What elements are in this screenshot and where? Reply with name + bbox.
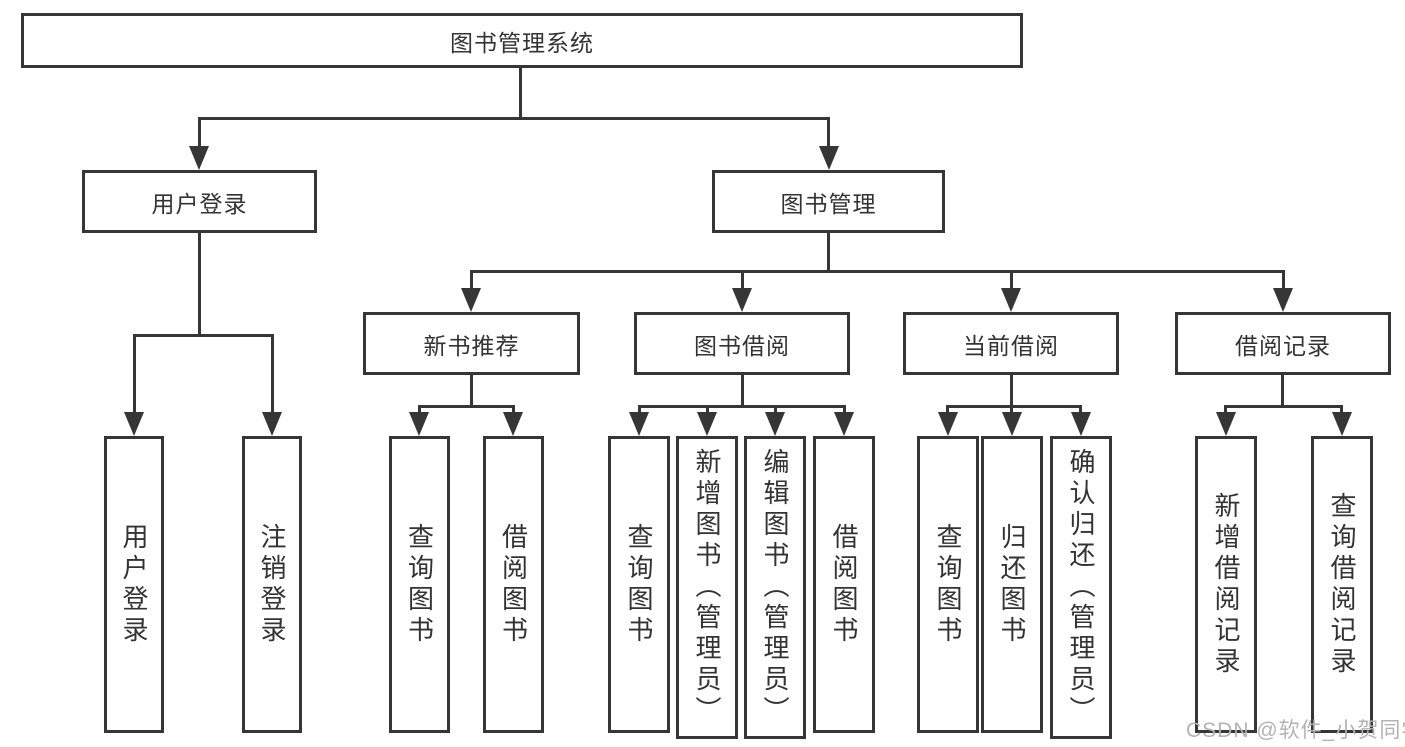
edge-book-mgmt-rail <box>470 270 1284 273</box>
edge-current-borrow-stem <box>1010 375 1013 408</box>
leaf-add-borrow-record-label: 新增借阅记录 <box>1211 491 1241 678</box>
node-book-management: 图书管理 <box>712 170 945 233</box>
edge-to-current-borrow <box>1010 270 1013 290</box>
leaf-query-books-current-label: 查询图书 <box>933 522 963 647</box>
arrowhead-icon <box>834 412 854 436</box>
leaf-borrow-books-borrowing: 借阅图书 <box>813 436 875 733</box>
edge-to-leaf <box>418 405 421 414</box>
arrowhead-icon <box>1071 412 1091 436</box>
edge-to-new-book-rec <box>470 270 473 290</box>
leaf-query-books-current: 查询图书 <box>917 436 979 733</box>
csdn-watermark: CSDN @软件_小贺同学 <box>1186 719 1405 742</box>
leaf-confirm-return-admin: 确认归还（管理员） <box>1050 436 1112 739</box>
edge-root-to-user-login <box>198 117 201 149</box>
leaf-borrow-books-borrowing-label: 借阅图书 <box>829 522 859 647</box>
leaf-borrow-books-recommend: 借阅图书 <box>483 436 544 733</box>
edge-new-book-rec-stem <box>470 375 473 408</box>
leaf-query-books-recommend: 查询图书 <box>389 436 450 733</box>
arrowhead-icon <box>1332 412 1352 436</box>
edge-to-book-borrow <box>741 270 744 290</box>
edge-root-rail <box>198 117 830 120</box>
leaf-logout: 注销登录 <box>242 436 302 733</box>
arrowhead-icon <box>765 412 785 436</box>
arrowhead-icon <box>409 412 429 436</box>
arrowhead-icon <box>938 412 958 436</box>
node-current-borrowing-label: 当前借阅 <box>963 332 1059 359</box>
leaf-user-login: 用户登录 <box>104 436 164 733</box>
arrowhead-icon <box>124 412 144 436</box>
leaf-query-books-borrowing: 查询图书 <box>608 436 670 733</box>
arrowhead-icon <box>461 288 481 312</box>
leaf-edit-book-admin-label: 编辑图书（管理员） <box>760 448 790 727</box>
edge-book-borrow-rail <box>638 405 845 408</box>
leaf-return-book: 归还图书 <box>981 436 1043 733</box>
edge-to-borrow-records <box>1282 270 1285 290</box>
node-current-borrowing: 当前借阅 <box>903 312 1119 375</box>
edge-to-leaf <box>1079 405 1082 414</box>
leaf-edit-book-admin: 编辑图书（管理员） <box>744 436 806 739</box>
leaf-query-borrow-record: 查询借阅记录 <box>1311 436 1373 733</box>
edge-to-leaf <box>1340 405 1343 414</box>
leaf-borrow-books-recommend-label: 借阅图书 <box>498 522 529 647</box>
leaf-query-books-recommend-label: 查询图书 <box>404 522 435 647</box>
arrowhead-icon <box>732 288 752 312</box>
leaf-add-book-admin: 新增图书（管理员） <box>676 436 738 739</box>
edge-user-login-stem <box>198 233 201 337</box>
node-borrowing-records-label: 借阅记录 <box>1235 332 1331 359</box>
arrowhead-icon <box>697 412 717 436</box>
node-new-book-recommend: 新书推荐 <box>363 312 580 375</box>
leaf-return-book-label: 归还图书 <box>997 522 1027 647</box>
node-root: 图书管理系统 <box>21 13 1023 68</box>
leaf-add-book-admin-label: 新增图书（管理员） <box>692 448 722 727</box>
edge-to-leaf <box>512 405 515 414</box>
edge-root-stem <box>519 68 522 120</box>
edge-root-to-book-mgmt <box>827 117 830 149</box>
node-book-management-label: 图书管理 <box>780 190 877 217</box>
arrowhead-icon <box>629 412 649 436</box>
edge-book-borrow-stem <box>741 375 744 408</box>
arrowhead-icon <box>1216 412 1236 436</box>
leaf-add-borrow-record: 新增借阅记录 <box>1195 436 1257 733</box>
leaf-confirm-return-admin-label: 确认归还（管理员） <box>1066 448 1096 727</box>
node-root-label: 图书管理系统 <box>450 29 594 56</box>
edge-current-borrow-rail <box>946 405 1081 408</box>
node-borrowing-records: 借阅记录 <box>1175 312 1391 375</box>
edge-to-leaf <box>946 405 949 414</box>
edge-to-leaf <box>638 405 641 414</box>
leaf-user-login-label: 用户登录 <box>119 522 149 647</box>
node-user-login: 用户登录 <box>82 170 317 233</box>
arrowhead-icon <box>262 412 282 436</box>
edge-to-leaf <box>843 405 846 414</box>
arrowhead-icon <box>819 146 839 170</box>
edge-to-logout-leaf <box>271 334 274 414</box>
edge-to-leaf <box>1010 405 1013 414</box>
node-user-login-label: 用户登录 <box>151 190 248 217</box>
node-book-borrowing: 图书借阅 <box>634 312 850 375</box>
edge-to-leaf <box>1224 405 1227 414</box>
edge-to-leaf <box>706 405 709 414</box>
edge-book-mgmt-stem <box>827 233 830 273</box>
arrowhead-icon <box>1273 288 1293 312</box>
edge-to-login-leaf <box>133 334 136 414</box>
arrowhead-icon <box>1002 412 1022 436</box>
node-book-borrowing-label: 图书借阅 <box>694 332 790 359</box>
leaf-logout-label: 注销登录 <box>257 522 287 647</box>
edge-new-book-rec-rail <box>418 405 515 408</box>
edge-to-leaf <box>774 405 777 414</box>
edge-borrow-records-rail <box>1224 405 1343 408</box>
edge-user-login-rail <box>133 334 274 337</box>
leaf-query-borrow-record-label: 查询借阅记录 <box>1327 491 1357 678</box>
arrowhead-icon <box>503 412 523 436</box>
node-new-book-recommend-label: 新书推荐 <box>423 332 520 359</box>
arrowhead-icon <box>189 146 209 170</box>
leaf-query-books-borrowing-label: 查询图书 <box>624 522 654 647</box>
arrowhead-icon <box>1001 288 1021 312</box>
edge-borrow-records-stem <box>1281 375 1284 408</box>
